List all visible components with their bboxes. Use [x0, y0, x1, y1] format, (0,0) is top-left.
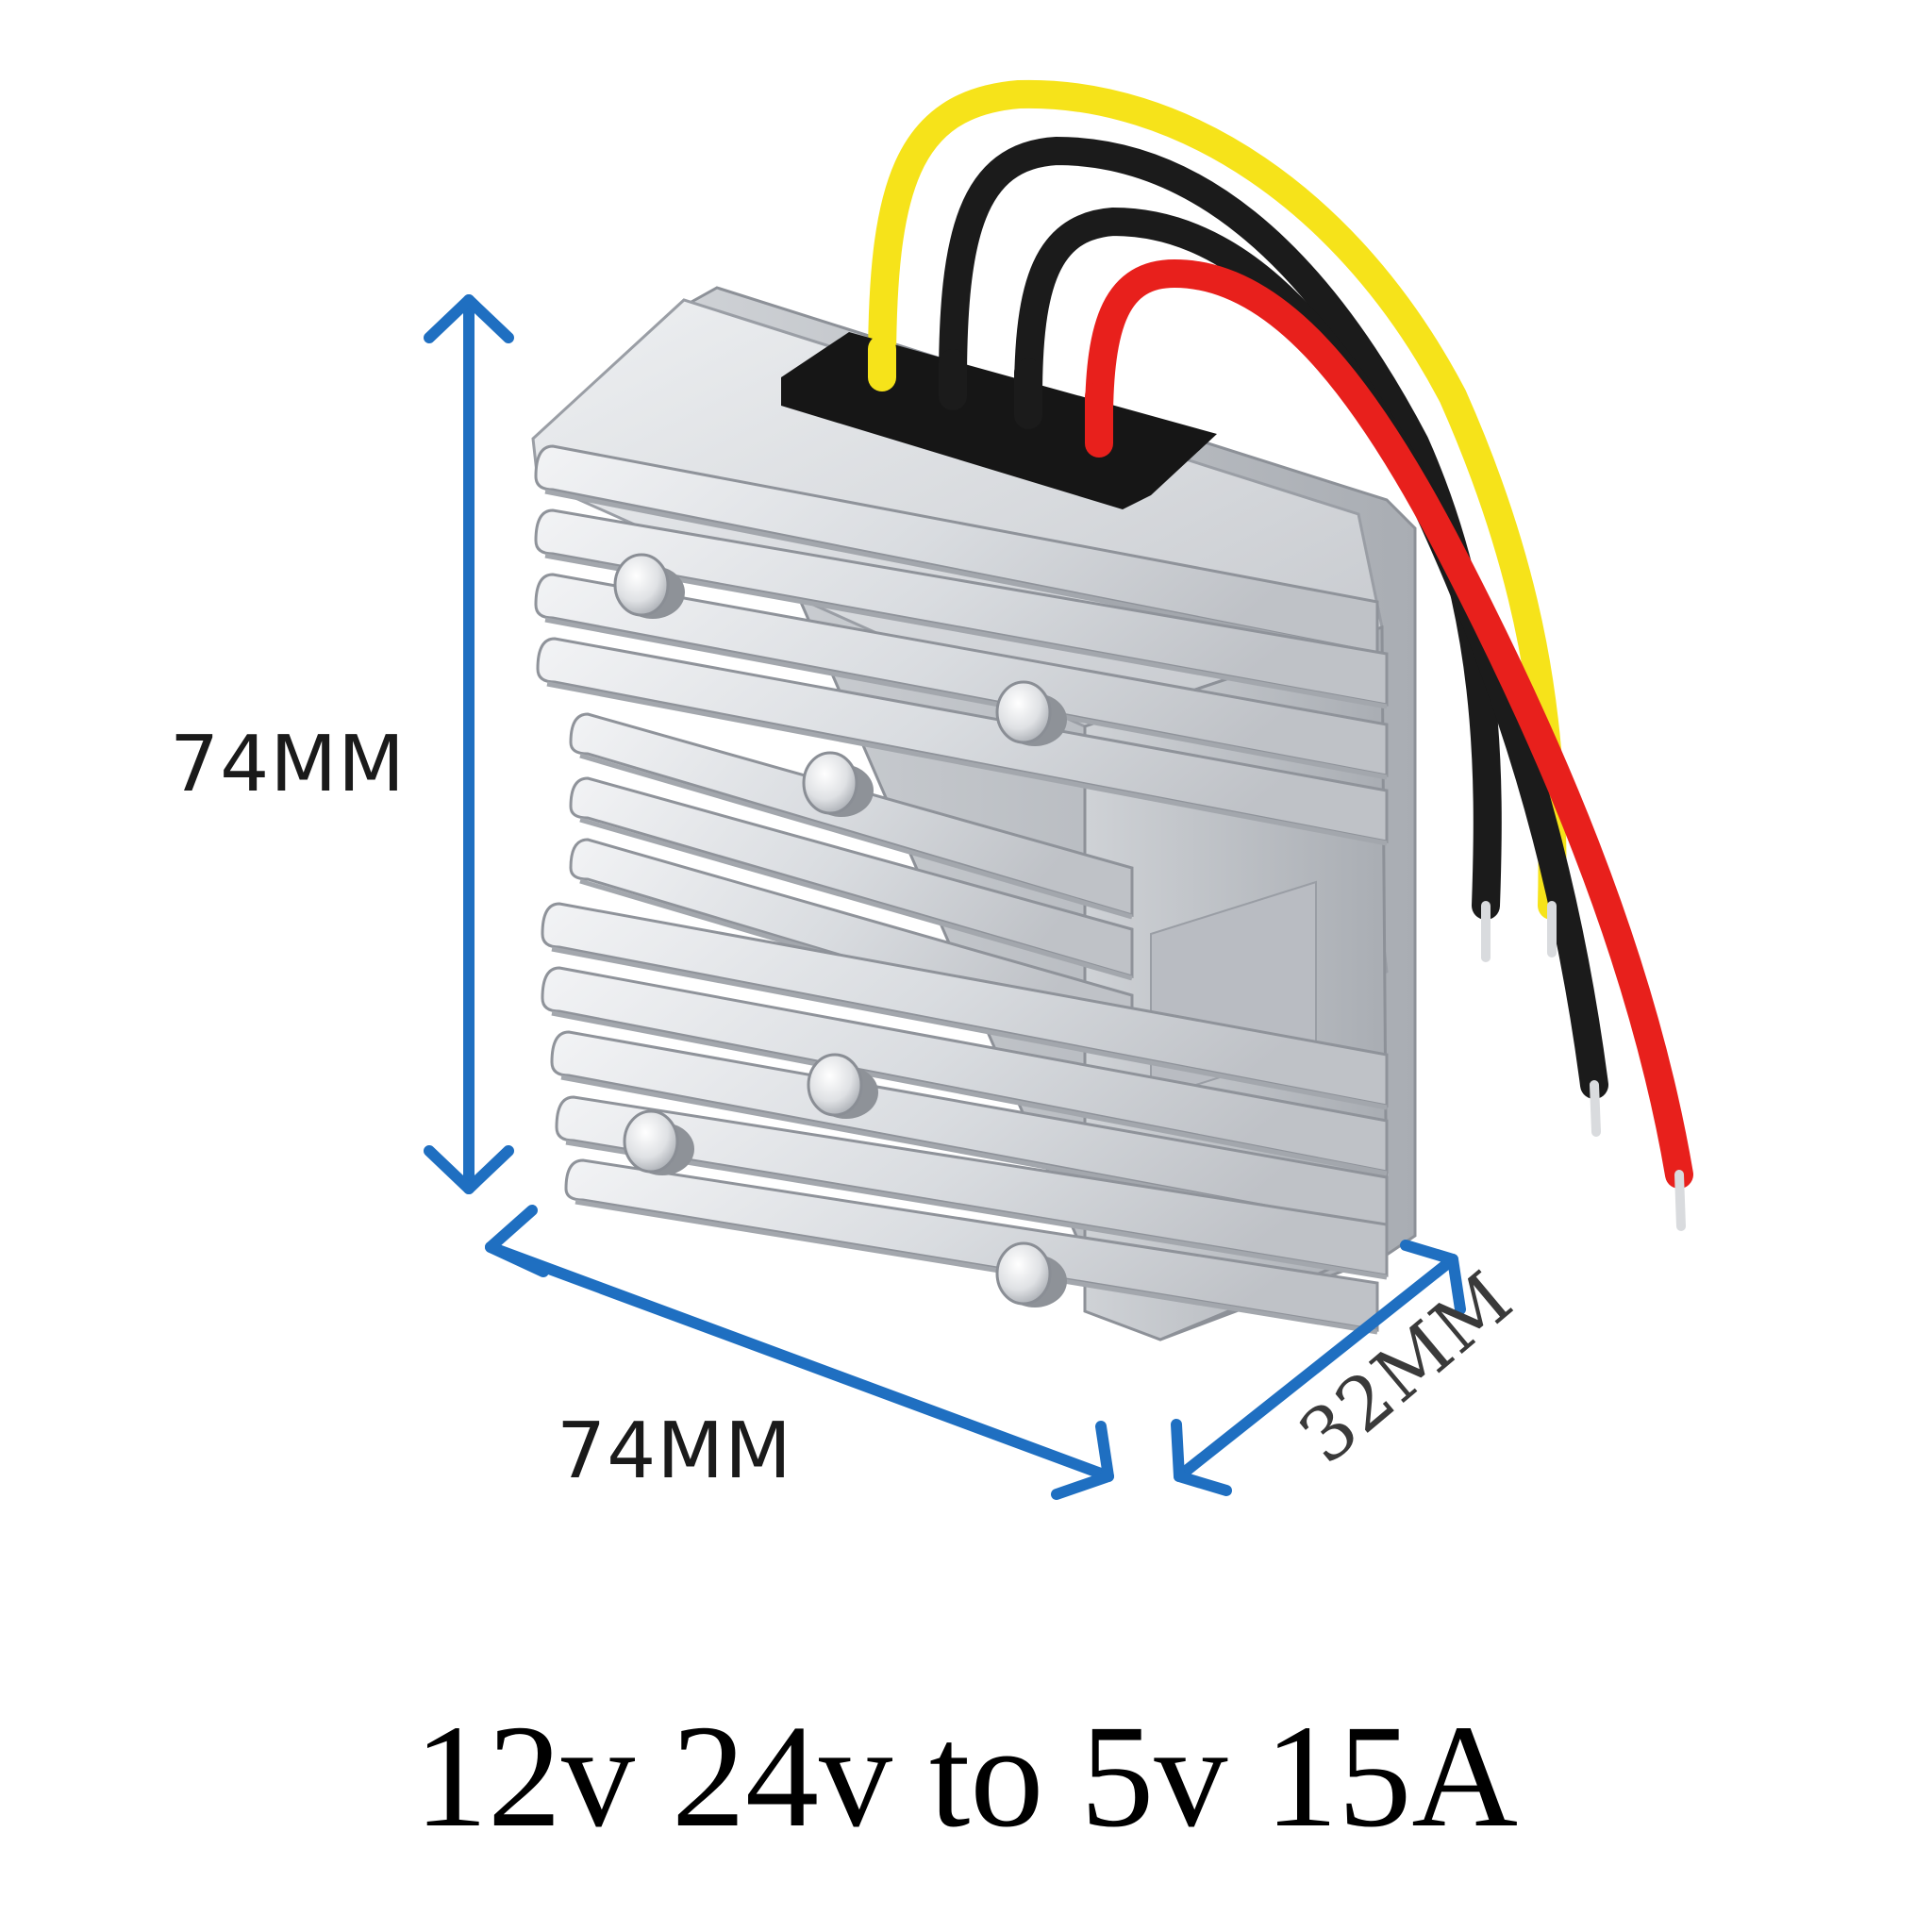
screw-head-icon: [995, 680, 1052, 744]
fin-shadow: [551, 946, 1388, 1110]
fin: [534, 573, 1389, 777]
wire-tip-red: [1674, 1170, 1686, 1231]
width-arrow-icon: [485, 1205, 1114, 1500]
wire-stubs: [868, 335, 1113, 458]
fin-shadow: [544, 553, 1388, 709]
fin: [550, 1030, 1389, 1230]
fin: [536, 637, 1389, 843]
fin: [541, 966, 1389, 1174]
fin-shadow: [565, 1140, 1388, 1280]
screw-head-icon: [802, 751, 858, 815]
fin: [541, 902, 1389, 1108]
fin: [534, 444, 1379, 655]
fin-shadow: [579, 753, 1133, 920]
wire-yellow: [868, 79, 1567, 920]
fin-shadow: [575, 1199, 1378, 1335]
product-caption: 12v 24v to 5v 15A: [414, 1694, 1518, 1857]
fin-shadow: [579, 817, 1133, 981]
height-dimension-label: 74MM: [170, 720, 406, 809]
depth-arrow-icon: [1171, 1240, 1466, 1496]
heatsink-body: [531, 286, 1417, 1341]
screw-heads: [613, 553, 1067, 1307]
fin-shadow: [551, 1010, 1388, 1176]
wire-black-outer: [939, 136, 1502, 920]
height-arrow-icon: [424, 294, 514, 1194]
screw-head-icon: [807, 1053, 863, 1117]
screw-head-icon: [613, 553, 670, 617]
wire-tip-black-inner: [1590, 1080, 1601, 1137]
dimension-arrows: [424, 294, 1466, 1500]
cooling-fins: [534, 444, 1389, 1335]
fin: [555, 1095, 1389, 1277]
fin: [564, 1158, 1379, 1332]
fin-shadow: [546, 681, 1388, 846]
wire-bundle: [868, 79, 1693, 1231]
screw-head-icon: [995, 1241, 1052, 1306]
fin-shadow: [544, 617, 1388, 780]
fin: [534, 508, 1389, 707]
screw-head-icon: [623, 1109, 679, 1174]
width-dimension-label: 74MM: [557, 1407, 792, 1496]
wire-red: [1085, 258, 1693, 1189]
fin: [569, 776, 1134, 978]
